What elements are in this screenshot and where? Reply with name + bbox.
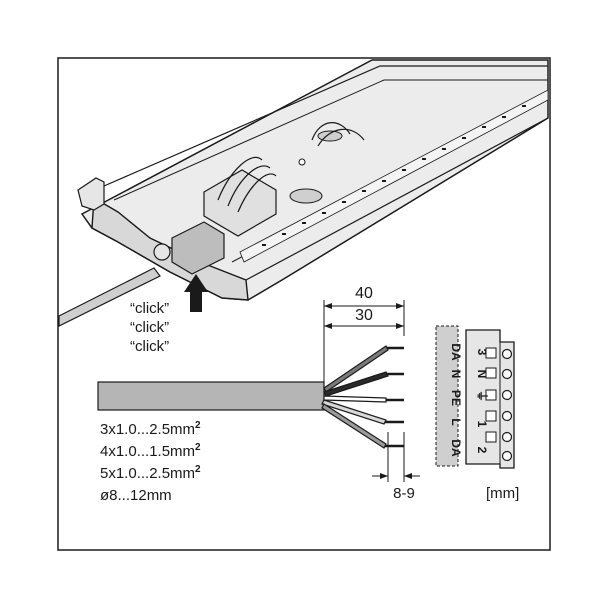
terminal-label: DA [449, 343, 463, 361]
terminal-label: L [449, 418, 463, 425]
click-labels: “click” “click” “click” [130, 300, 169, 355]
connector-number: 1 [475, 421, 489, 428]
cable [97, 345, 404, 449]
click-label: “click” [130, 338, 169, 355]
click-label: “click” [130, 319, 169, 336]
connector-number: N [475, 370, 489, 379]
terminal-label: DA [449, 439, 463, 457]
cable-gland [153, 243, 171, 261]
ground-icon: ⏚ [475, 390, 489, 402]
dimension-40: 40 [355, 285, 373, 302]
unit-label: [mm] [486, 485, 519, 502]
mounting-slot [317, 130, 343, 142]
cable-specifications: 3x1.0...2.5mm2 4x1.0...1.5mm2 5x1.0...2.… [100, 420, 201, 504]
terminal-block [203, 169, 277, 237]
mounting-hole [298, 158, 306, 166]
dimension-8-9: 8-9 [393, 485, 415, 502]
diagram-frame [57, 57, 551, 551]
connector-number: 3 [475, 349, 489, 356]
connector-sockets [501, 348, 513, 462]
luminaire-illustration [58, 59, 549, 327]
housing-rail-inner [113, 79, 548, 201]
connector-pin-slots [485, 347, 497, 443]
plug-connector [171, 221, 225, 275]
click-label: “click” [130, 300, 169, 317]
terminal-label: N [449, 370, 463, 379]
spec-line: 5x1.0...2.5mm2 [100, 464, 201, 482]
terminal-label: PE [449, 390, 463, 406]
terminal-label-strip: DA N PE L DA [435, 325, 463, 467]
housing-rail-top [103, 65, 548, 187]
spec-line: ø8...12mm [100, 487, 172, 504]
cable-cores [321, 345, 389, 449]
push-arrow [184, 274, 208, 312]
connector-number: 2 [475, 447, 489, 454]
housing-rail-front [245, 117, 549, 281]
terminal-connector: 3 N ⏚ 1 2 [465, 329, 515, 469]
terminal-wires [217, 122, 365, 213]
spec-line: 3x1.0...2.5mm2 [100, 420, 201, 438]
led-chips [262, 105, 526, 246]
dimension-30: 30 [355, 307, 373, 324]
mains-cable-background [58, 267, 161, 327]
led-strip [239, 89, 549, 263]
luminaire-housing [80, 59, 549, 301]
spec-line: 4x1.0...1.5mm2 [100, 442, 201, 460]
luminaire-corner [77, 177, 105, 211]
cable-sheath [97, 381, 325, 411]
stripped-conductors [385, 346, 404, 448]
dimension-arrowheads [324, 303, 412, 479]
mounting-slot [289, 188, 323, 204]
